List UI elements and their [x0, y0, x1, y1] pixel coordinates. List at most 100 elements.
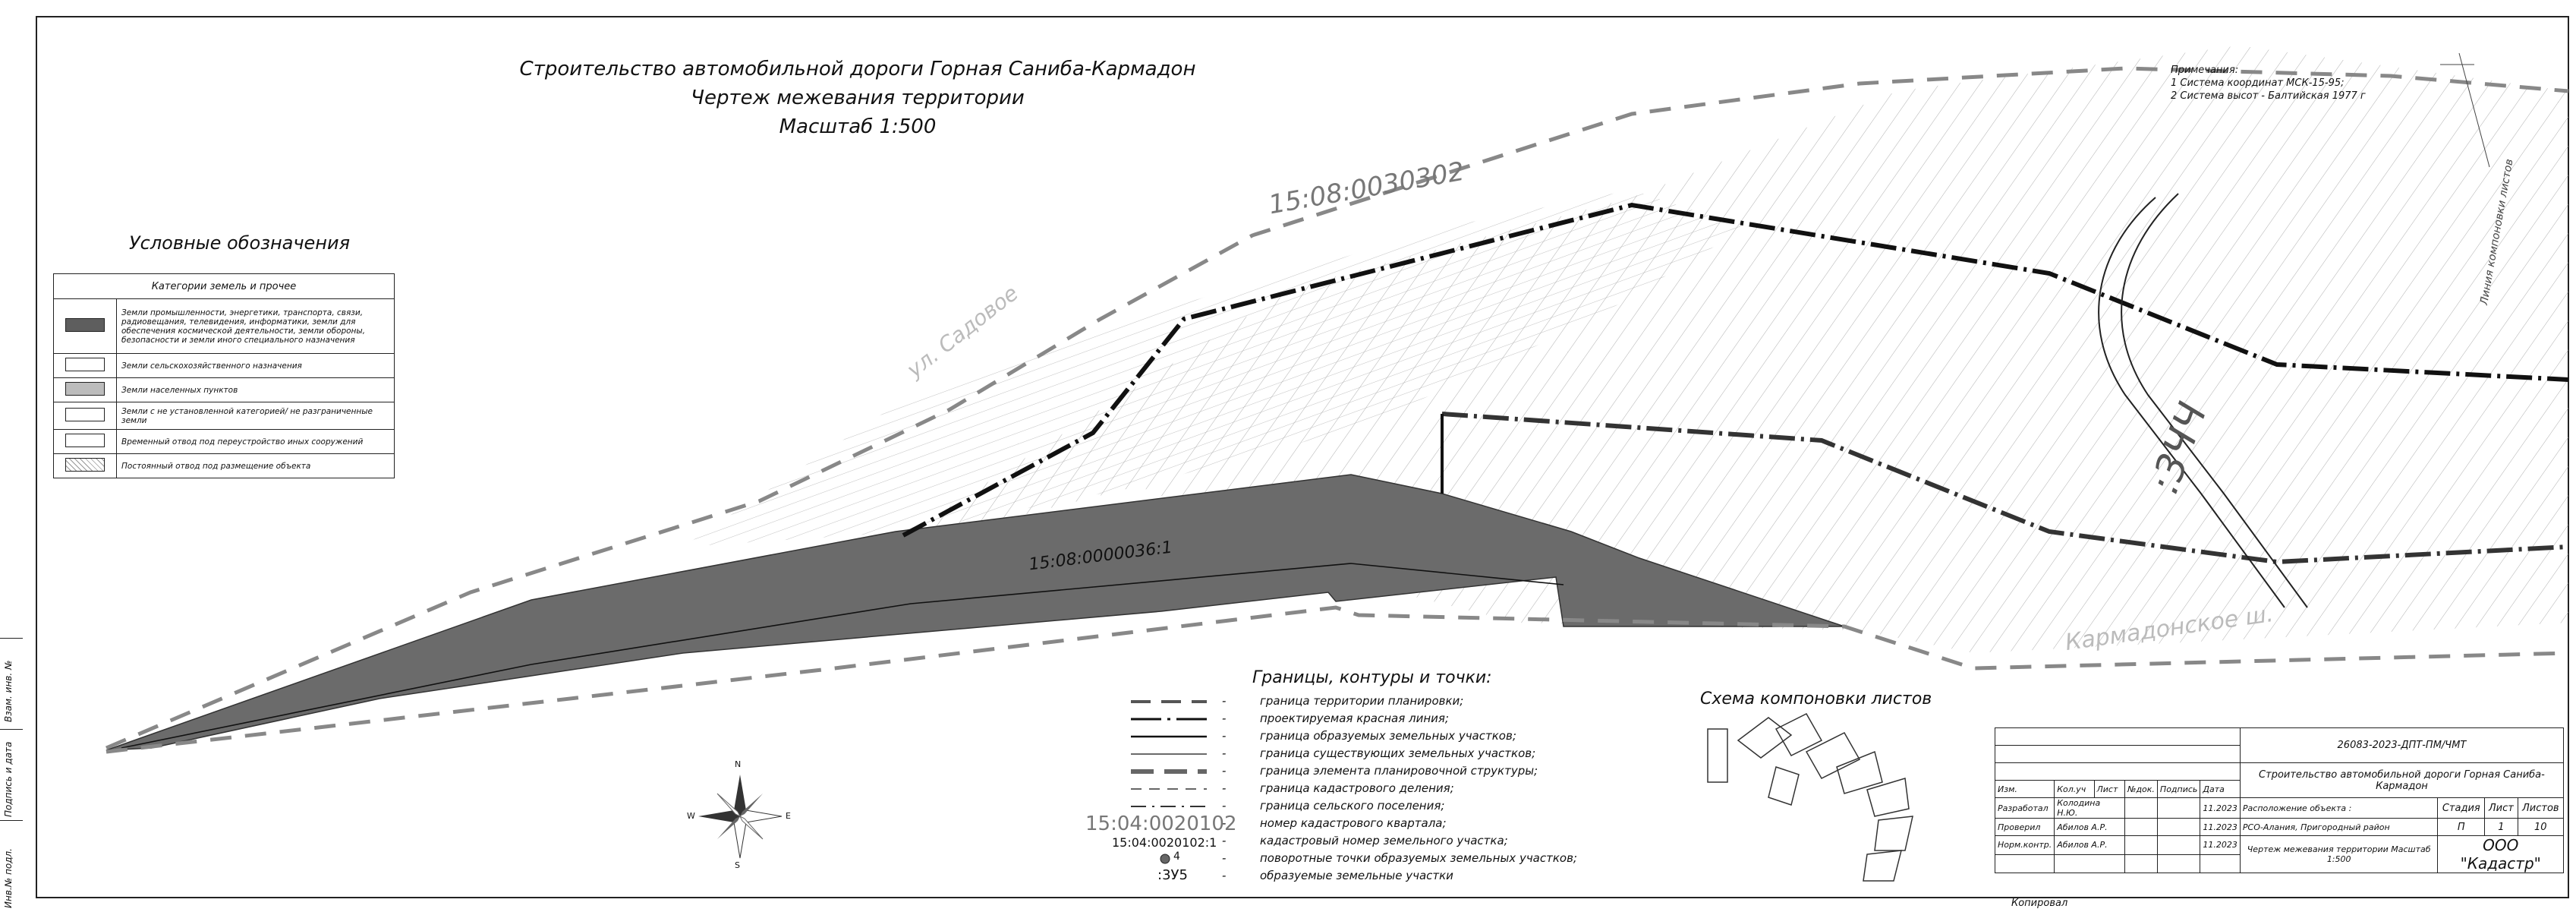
notes-item-2: 2 Система высот - Балтийская 1977 г	[2171, 90, 2366, 102]
legend-title: Условные обозначения	[129, 232, 351, 254]
stamp-sheet-header: Лист	[2484, 797, 2518, 819]
scheme-title: Схема компоновки листов	[1700, 690, 1932, 708]
legend-row: Земли населенных пунктов	[53, 377, 395, 402]
notes: Примечания: 1 Система координат МСК-15-9…	[2171, 64, 2366, 103]
legend-row: Постоянный отвод под размещение объекта	[53, 453, 395, 478]
stamp-sheets-header: Листов	[2517, 797, 2565, 819]
stamp-col-header: Подпись	[2156, 780, 2201, 798]
compass-rose	[698, 775, 783, 859]
legend-row: Земли с не установленной категорией/ не …	[53, 402, 395, 430]
turn-point-number: 4	[1173, 850, 1180, 863]
stamp-col-header: Изм.	[1994, 780, 2055, 798]
compass-e: E	[786, 811, 791, 821]
swatch-white	[65, 434, 105, 447]
stamp-stage-header: Стадия	[2437, 797, 2486, 819]
red-line	[902, 202, 2569, 538]
stamp-name: Абилов А.Р.	[2054, 818, 2125, 836]
stamp-date: 11.2023	[2200, 835, 2241, 855]
stamp-object: Строительство автомобильной дороги Горна…	[2239, 762, 2565, 798]
stamp-col-header: №док.	[2124, 780, 2158, 798]
cadastral-number-sample: 15:04:0020102:1	[1112, 835, 1217, 850]
legend-table-header: Категории земель и прочее	[53, 273, 395, 299]
swatch-white	[65, 408, 105, 421]
boundary-item: -поворотные точки образуемых земельных у…	[1222, 851, 1577, 865]
stamp-col-header: Кол.уч	[2054, 780, 2095, 798]
stamp-stage: П	[2437, 818, 2486, 836]
notes-header: Примечания:	[2171, 65, 2239, 76]
boundary-item: -кадастровый номер земельного участка;	[1222, 834, 1508, 847]
legend-row-label: Земли сельскохозяйственного назначения	[116, 353, 395, 378]
swatch-dark	[65, 318, 105, 332]
boundary-item: -номер кадастрового квартала;	[1222, 816, 1447, 830]
swatch-white	[65, 358, 105, 371]
side-label: Инв.№ подл.	[3, 848, 14, 908]
swatch-gray	[65, 382, 105, 396]
stamp-role: Проверил	[1994, 818, 2055, 836]
boundary-item: -граница территории планировки;	[1222, 694, 1464, 708]
road-axis	[121, 563, 1564, 749]
stamp-date: 11.2023	[2200, 818, 2241, 836]
stamp-name: Абилов А.Р.	[2054, 835, 2125, 855]
legend-row: Земли сельскохозяйственного назначения	[53, 353, 395, 378]
boundary-item: -граница образуемых земельных участков;	[1222, 729, 1516, 743]
side-label: Взам. инв. №	[3, 660, 14, 722]
boundary-item: -граница сельского поселения;	[1222, 799, 1445, 813]
sheet-scheme	[1707, 713, 1913, 882]
stamp-code: 26083-2023-ДПТ-ПМ/ЧМТ	[2239, 727, 2565, 763]
signature	[2156, 835, 2201, 855]
boundary-item: -граница элемента планировочной структур…	[1222, 764, 1538, 778]
cadastral-quarter-sample: 15:04:0020102	[1085, 813, 1237, 835]
compass-n: N	[735, 759, 742, 769]
signature	[2156, 818, 2201, 836]
boundary-item: -граница существующих земельных участков…	[1222, 746, 1536, 760]
drawing-title: Строительство автомобильной дороги Горна…	[519, 58, 1196, 80]
compass-w: W	[687, 811, 695, 821]
title-block: 26083-2023-ДПТ-ПМ/ЧМТ Строительство авто…	[1994, 727, 2565, 873]
boundary-item: -проектируемая красная линия;	[1222, 712, 1449, 725]
boundaries-title: Границы, контуры и точки:	[1252, 668, 1492, 687]
stamp-role: Норм.контр.	[1994, 835, 2055, 855]
notes-item-1: 1 Система координат МСК-15-95;	[2171, 77, 2345, 89]
stamp-location: Расположение объекта :	[2239, 797, 2439, 819]
terrain-area-dense	[683, 190, 1746, 547]
stamp-company: ООО "Кадастр"	[2437, 835, 2564, 873]
legend-row: Земли промышленности, энергетики, трансп…	[53, 298, 395, 354]
drawing-subtitle: Чертеж межевания территории	[691, 87, 1025, 109]
boundary-item: -образуемые земельные участки	[1222, 869, 1453, 882]
turn-point-sample	[1160, 854, 1170, 864]
stamp-role: Разработал	[1994, 797, 2055, 819]
copied-label: Копировал	[2011, 898, 2068, 909]
stamp-date: 11.2023	[2200, 797, 2241, 819]
grid-line	[2458, 52, 2490, 168]
road-curve-2	[2121, 193, 2308, 608]
boundaries-list: -граница территории планировки; -проекти…	[1222, 694, 1577, 886]
legend-table: Категории земель и прочее Земли промышле…	[53, 273, 395, 478]
plot-road-strip	[105, 474, 1845, 751]
legend-row-label: Временный отвод под переустройство иных …	[116, 429, 395, 454]
side-stamp: Взам. инв. № Подпись и дата Инв.№ подл.	[0, 638, 23, 911]
road-curve	[2098, 197, 2285, 608]
side-label: Подпись и дата	[3, 741, 14, 817]
side-cell: Взам. инв. №	[0, 638, 23, 730]
legend-row-label: Постоянный отвод под размещение объекта	[116, 453, 395, 478]
boundary-item: -граница кадастрового деления;	[1222, 781, 1454, 795]
stamp-name: Колодина Н.Ю.	[2054, 797, 2125, 819]
legend-row-label: Земли с не установленной категорией/ не …	[116, 402, 395, 430]
side-cell: Инв.№ подл.	[0, 820, 23, 912]
drawing-scale: Масштаб 1:500	[779, 115, 937, 138]
stamp-sheets: 10	[2517, 818, 2565, 836]
legend-row: Временный отвод под переустройство иных …	[53, 429, 395, 454]
legend-row-label: Земли населенных пунктов	[116, 377, 395, 402]
red-line-2	[1441, 412, 2569, 565]
compass-s: S	[735, 860, 740, 870]
swatch-hatch	[65, 458, 105, 472]
stamp-col-header: Дата	[2200, 780, 2241, 798]
legend-row-label: Земли промышленности, энергетики, трансп…	[116, 298, 395, 354]
stamp-sheet: 1	[2484, 818, 2518, 836]
stamp-drawing: Чертеж межевания территории Масштаб 1:50…	[2239, 835, 2439, 873]
plot-sample: :3У5	[1157, 867, 1188, 883]
stamp-location-value: РСО-Алания, Пригородный район	[2239, 818, 2439, 836]
planning-boundary	[105, 66, 2569, 750]
